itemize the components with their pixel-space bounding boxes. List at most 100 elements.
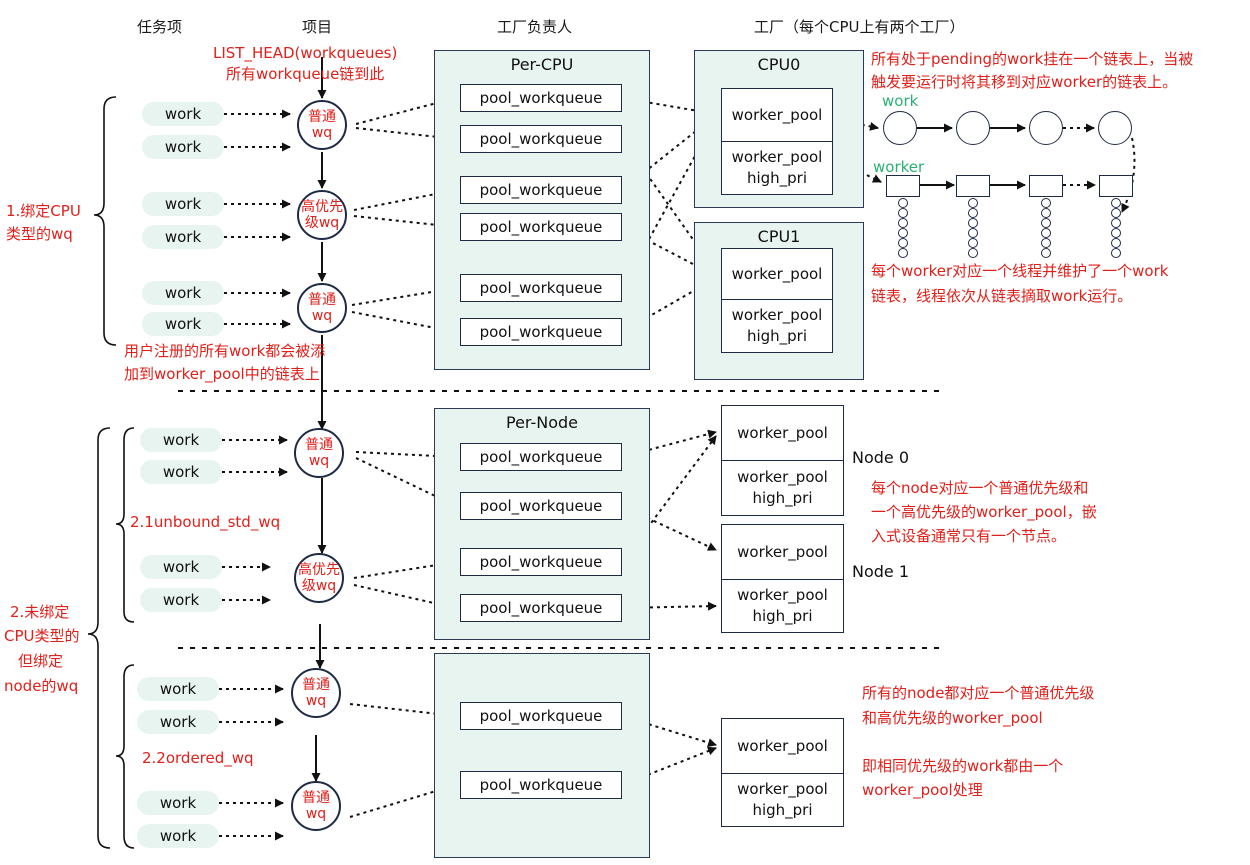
brace-unbound <box>87 427 111 849</box>
workqueue-high: 高优先级wq <box>297 190 347 240</box>
section-unbound-line3: 但绑定 <box>18 652 64 670</box>
node1-label: Node 1 <box>852 562 910 581</box>
note-all-nodes-line1: 所有的node都对应一个普通优先级 <box>862 684 1095 702</box>
list-head-note: 所有workqueue链到此 <box>226 65 385 83</box>
chain-link <box>1041 228 1051 238</box>
chain-link <box>898 208 908 218</box>
note-pending-line1: 所有处于pending的work挂在一个链表上，当被 <box>871 50 1194 68</box>
work-item: work <box>140 555 222 579</box>
note-node-pool-line3: 入式设备通常只有一个节点。 <box>871 527 1067 545</box>
header-factory: 工厂（每个CPU上有两个工厂） <box>754 18 965 36</box>
chain-link <box>1111 218 1121 228</box>
pool-workqueue: pool_workqueue <box>460 771 622 799</box>
header-item: 项目 <box>302 18 333 36</box>
brace-ordered <box>115 664 135 849</box>
work-item: work <box>140 588 222 612</box>
section-ordered: 2.2ordered_wq <box>142 749 254 767</box>
node0-label: Node 0 <box>852 448 910 467</box>
chain-link <box>898 248 908 258</box>
work-list-label: work <box>882 92 919 110</box>
cpu1-title: CPU1 <box>757 227 801 246</box>
section-unbound-line2: CPU类型的 <box>4 627 80 645</box>
ordered-panel <box>434 653 650 858</box>
pool-workqueue: pool_workqueue <box>460 702 622 730</box>
chain-link <box>968 198 978 208</box>
work-node <box>883 111 917 145</box>
work-item: work <box>137 677 219 701</box>
work-node <box>1098 111 1132 145</box>
work-item: work <box>137 824 219 848</box>
worker-pool: worker_pool <box>721 248 833 300</box>
chain-link <box>968 248 978 258</box>
work-item: work <box>140 460 222 484</box>
cpu0-title: CPU0 <box>757 55 801 74</box>
work-item: work <box>142 135 224 159</box>
note-pending-line2: 触发要运行时将其移到对应worker的链表上。 <box>871 73 1178 91</box>
worker-pool: worker_pool <box>721 405 844 461</box>
note-same-priority-line2: worker_pool处理 <box>862 781 983 799</box>
worker-pool: worker_pool <box>721 88 833 142</box>
note-node-pool-line1: 每个node对应一个普通优先级和 <box>871 479 1089 497</box>
chain-link <box>898 218 908 228</box>
chain-link <box>1041 198 1051 208</box>
chain-link <box>968 218 978 228</box>
work-item: work <box>142 192 224 216</box>
chain-link <box>1041 248 1051 258</box>
pool-workqueue: pool_workqueue <box>460 84 622 112</box>
pool-workqueue: pool_workqueue <box>460 548 622 576</box>
worker-node <box>886 175 920 197</box>
brace-std <box>115 427 135 623</box>
worker-node <box>1029 175 1063 197</box>
note-user-work-line2: 加到worker_pool中的链表上 <box>124 365 320 383</box>
chain-link <box>1111 248 1121 258</box>
worker-pool: worker_pool <box>721 718 844 774</box>
header-factory-owner: 工厂负责人 <box>497 18 573 36</box>
chain-link <box>898 228 908 238</box>
section-bound-line2: 类型的wq <box>6 225 73 243</box>
header-task: 任务项 <box>137 18 183 36</box>
chain-link <box>1041 238 1051 248</box>
note-same-priority-line1: 即相同优先级的work都由一个 <box>862 757 1064 775</box>
chain-link <box>1041 208 1051 218</box>
pool-workqueue: pool_workqueue <box>460 443 622 471</box>
chain-link <box>898 238 908 248</box>
work-item: work <box>142 102 224 126</box>
worker-pool: worker_pool <box>721 524 844 580</box>
workqueue-high: 高优先级wq <box>294 553 344 603</box>
pool-workqueue: pool_workqueue <box>460 318 622 346</box>
chain-link <box>1111 198 1121 208</box>
chain-link <box>968 208 978 218</box>
per-node-title: Per-Node <box>505 413 578 432</box>
chain-link <box>1111 238 1121 248</box>
work-node <box>1029 111 1063 145</box>
list-head-label: LIST_HEAD(workqueues) <box>213 44 398 62</box>
pool-workqueue: pool_workqueue <box>460 492 622 520</box>
work-item: work <box>142 312 224 336</box>
note-node-pool-line2: 一个高优先级的worker_pool，嵌 <box>871 503 1097 521</box>
pool-workqueue: pool_workqueue <box>460 213 622 241</box>
note-worker-line2: 链表，线程依次从链表摘取work运行。 <box>871 287 1133 305</box>
section-std: 2.1unbound_std_wq <box>130 513 281 531</box>
section-unbound-line4: node的wq <box>4 677 79 695</box>
note-user-work-line1: 用户注册的所有work都会被添 <box>124 342 326 360</box>
section-unbound-line1: 2.未绑定 <box>10 603 70 621</box>
brace-bound <box>93 96 117 346</box>
note-worker-line1: 每个worker对应一个线程并维护了一个work <box>871 262 1169 280</box>
chain-link <box>898 198 908 208</box>
pool-workqueue: pool_workqueue <box>460 176 622 204</box>
worker-node <box>956 175 990 197</box>
worker-list-label: worker <box>873 158 925 176</box>
pool-workqueue: pool_workqueue <box>460 594 622 622</box>
per-cpu-title: Per-CPU <box>510 55 574 74</box>
